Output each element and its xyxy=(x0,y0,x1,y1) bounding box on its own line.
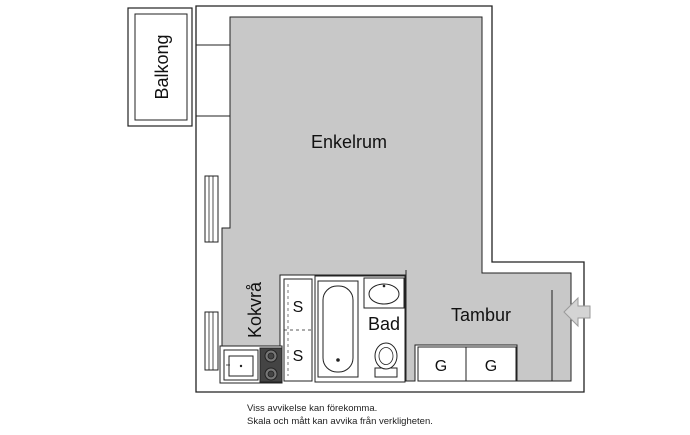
closet-label-s-top: S xyxy=(293,299,304,316)
disclaimer-line-1: Viss avvikelse kan förekomma. xyxy=(247,403,378,414)
disclaimer: Viss avvikelse kan förekomma. Skala och … xyxy=(247,402,507,428)
room-label-balkong: Balkong xyxy=(152,34,172,99)
entrance-arrow-icon xyxy=(563,296,591,328)
bathtub xyxy=(317,280,359,378)
closet-label-g-right: G xyxy=(485,358,497,375)
closet-label-s-bottom: S xyxy=(293,348,304,365)
window-upper xyxy=(204,175,219,243)
balcony-inner xyxy=(134,13,188,121)
closet-label-g-left: G xyxy=(435,358,447,375)
hall-wardrobe-left xyxy=(417,346,467,382)
room-label-enkelrum: Enkelrum xyxy=(311,132,387,152)
stove xyxy=(259,347,283,383)
toilet xyxy=(374,342,398,378)
disclaimer-line-2: Skala och mått kan avvika från verklighe… xyxy=(247,416,433,427)
room-label-bad: Bad xyxy=(368,314,400,334)
room-label-tambur: Tambur xyxy=(451,305,511,325)
room-label-kokvra: Kokvrå xyxy=(245,281,265,338)
window-lower xyxy=(204,311,219,371)
hall-wardrobe-right xyxy=(465,346,517,382)
kitchen-sink xyxy=(223,349,259,381)
washbasin xyxy=(363,277,405,309)
